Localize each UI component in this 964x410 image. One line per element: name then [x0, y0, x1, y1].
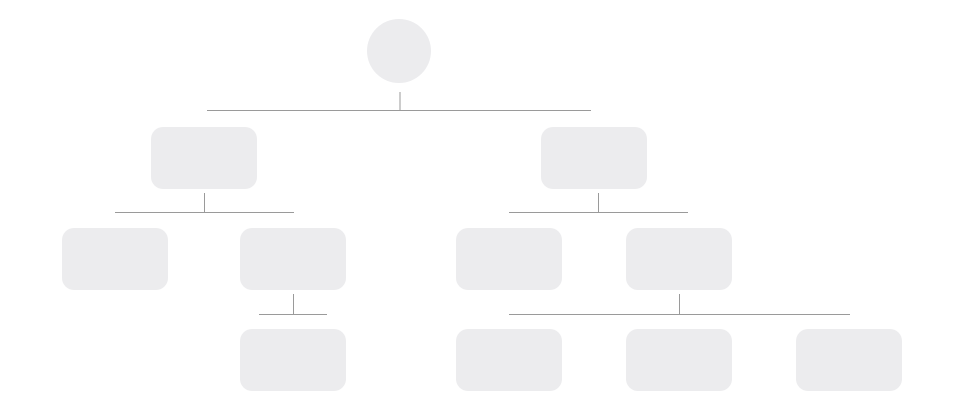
level1-node-right [541, 127, 647, 189]
level2-node-right-b [626, 228, 732, 290]
level2-node-left-a [62, 228, 168, 290]
root-node [367, 19, 431, 83]
level3-node-left-b-child [240, 329, 346, 391]
level3-node-right-b-child-1 [456, 329, 562, 391]
level2-node-right-a [456, 228, 562, 290]
level3-node-right-b-child-3 [796, 329, 902, 391]
level2-node-left-b [240, 228, 346, 290]
level3-node-right-b-child-2 [626, 329, 732, 391]
level1-node-left [151, 127, 257, 189]
